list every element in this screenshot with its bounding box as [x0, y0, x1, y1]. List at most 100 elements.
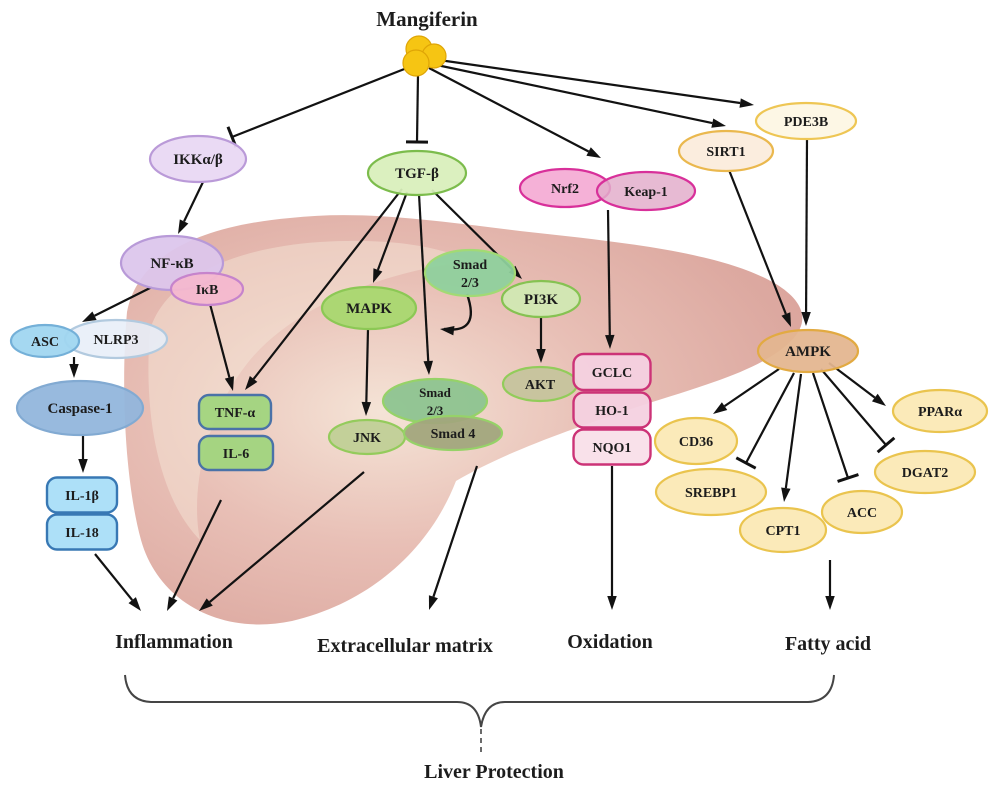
arrowhead — [245, 376, 258, 390]
edge-ampk-ppara — [828, 362, 886, 406]
sirt1-label: SIRT1 — [706, 145, 745, 160]
inhibition-bar — [876, 436, 896, 454]
tgfb-label: TGF-β — [395, 166, 439, 182]
node-akt: AKT — [501, 365, 579, 403]
node-il1b: IL-1β — [45, 476, 119, 514]
il1b-label: IL-1β — [65, 489, 99, 504]
edge-cpt1-fattyacid — [825, 560, 835, 610]
arrowhead — [423, 360, 433, 375]
edge-line — [415, 73, 420, 143]
edge-tgfb-mapk — [373, 191, 409, 283]
arrowhead — [178, 219, 189, 234]
gclc-label: GCLC — [592, 366, 632, 381]
arrowhead — [428, 595, 438, 610]
arrowhead — [69, 364, 79, 378]
edge-caspase1-il1b — [78, 435, 88, 473]
arrowhead — [713, 402, 728, 414]
arrowhead — [128, 597, 141, 611]
edge-jnk-inflammation — [199, 471, 365, 611]
edge-keap1-gclc — [605, 209, 615, 349]
edge-line — [431, 62, 713, 125]
arrowhead — [801, 311, 811, 326]
smad4-shape — [402, 414, 504, 452]
arrowhead — [373, 268, 383, 283]
edge-line — [365, 328, 370, 403]
arrowhead — [871, 393, 886, 406]
edge-mangiferin-nrf2 — [428, 67, 601, 158]
nlrp3-label: NLRP3 — [93, 333, 138, 348]
arrowhead — [825, 596, 835, 610]
node-mapk: MAPK — [320, 285, 418, 331]
ikk-shape — [148, 134, 248, 184]
gclc-shape — [572, 352, 652, 392]
node-gclc: GCLC — [572, 352, 652, 392]
node-cpt1: CPT1 — [738, 506, 828, 554]
edge-pi3k-akt — [536, 317, 546, 363]
edge-line — [606, 209, 611, 336]
node-pi3k: PI3K — [500, 279, 582, 319]
terminal-label-oxidation: Oxidation — [567, 631, 653, 653]
node-jnk: JNK — [327, 418, 407, 456]
arrowhead — [167, 596, 178, 611]
edge-line — [745, 372, 795, 464]
figure-title: Mangiferin — [376, 7, 478, 31]
terminal-label-fattyacid: Fatty acid — [785, 633, 871, 655]
node-nlrp3: NLRP3 — [63, 318, 169, 360]
edge-line — [172, 499, 222, 599]
pi3k-shape — [500, 279, 582, 319]
asc-shape — [9, 323, 81, 359]
edge-ampk-cd36 — [713, 368, 780, 414]
edge-line — [183, 181, 204, 222]
node-tnfa: TNF-α — [197, 393, 273, 431]
arrowhead — [536, 349, 546, 363]
edge-tgfb-tnfa — [245, 188, 403, 390]
tnfa-label: TNF-α — [215, 406, 256, 421]
dgat2-shape — [873, 449, 977, 495]
cd36-label: CD36 — [679, 435, 713, 450]
node-acc: ACC — [820, 489, 904, 535]
edge-nfkb-inflammasome — [82, 286, 153, 322]
edge-line — [252, 188, 403, 380]
terminal-label-inflammation: Inflammation — [115, 631, 233, 653]
il18-label: IL-18 — [65, 526, 98, 541]
node-ppara: PPARα — [891, 388, 989, 434]
ho1-label: HO-1 — [595, 404, 628, 419]
arrowhead — [224, 376, 235, 391]
edge-nqo1-oxidation — [607, 466, 617, 610]
edge-smad4-ecm — [428, 465, 479, 610]
edge-ikb-tnfa — [208, 303, 235, 391]
ikb-shape — [169, 271, 245, 307]
edge-line — [208, 303, 231, 378]
edge-il18-inflammation — [94, 553, 141, 611]
ampk-label: AMPK — [785, 344, 831, 360]
mapk-shape — [320, 285, 418, 331]
nrf2-label: Nrf2 — [551, 182, 579, 197]
node-ikk: IKKα/β — [148, 134, 248, 184]
node-ho1: HO-1 — [572, 391, 652, 429]
node-tgfb: TGF-β — [366, 149, 468, 197]
edge-line — [94, 553, 134, 601]
srebp1-shape — [654, 467, 768, 517]
node-keap1: Keap-1 — [595, 170, 697, 212]
liver-highlight — [148, 240, 470, 541]
tnfa-shape — [197, 393, 273, 431]
asc-label: ASC — [31, 335, 59, 350]
edge-mangiferin-pde3b — [431, 57, 754, 108]
il1b-shape — [45, 476, 119, 514]
arrowhead — [711, 118, 726, 128]
arrowhead — [361, 401, 372, 416]
molecule-circle — [402, 49, 430, 77]
arrowhead — [739, 98, 754, 108]
edge-line — [208, 471, 365, 603]
caspase1-shape — [15, 379, 145, 437]
ho1-shape — [572, 391, 652, 429]
ampk-shape — [756, 328, 860, 374]
smad23u-shape — [423, 248, 517, 298]
pi3k-label: PI3K — [524, 292, 559, 308]
inhibition-bar — [837, 473, 859, 483]
il6-shape — [197, 434, 275, 472]
node-srebp1: SREBP1 — [654, 467, 768, 517]
mapk-label: MAPK — [346, 301, 392, 317]
